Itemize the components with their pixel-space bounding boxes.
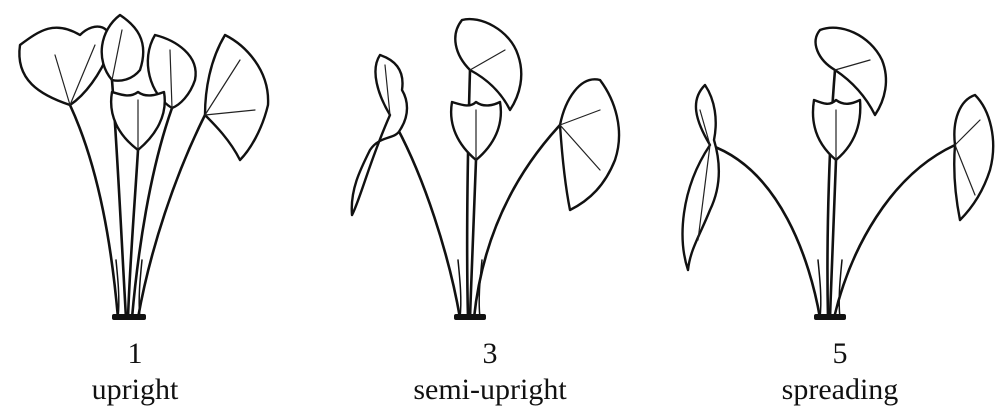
caption-code-semi-upright: 3 xyxy=(380,336,600,372)
caption-upright: 1 upright xyxy=(40,336,230,408)
plant-upright-drawing xyxy=(0,0,290,330)
plant-semi-upright-drawing xyxy=(340,0,630,330)
caption-code-spreading: 5 xyxy=(745,336,935,372)
plant-spreading-drawing xyxy=(670,0,1006,330)
caption-label-semi-upright: semi-upright xyxy=(380,372,600,408)
caption-spreading: 5 spreading xyxy=(745,336,935,408)
caption-label-spreading: spreading xyxy=(745,372,935,408)
caption-code-upright: 1 xyxy=(40,336,230,372)
caption-label-upright: upright xyxy=(40,372,230,408)
caption-semi-upright: 3 semi-upright xyxy=(380,336,600,408)
